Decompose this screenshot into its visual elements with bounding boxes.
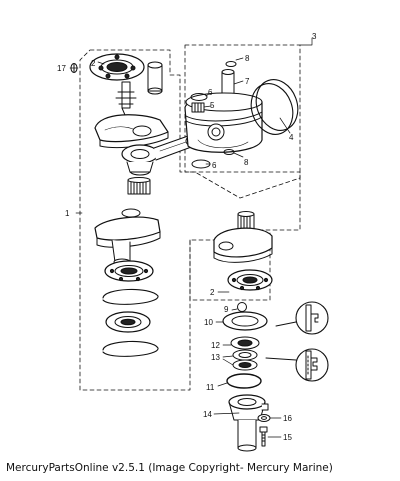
piston-rings [250,79,299,135]
callout-16: 16 [283,414,292,423]
callout-12: 12 [211,341,220,350]
retaining-ring-lower [102,340,159,357]
pin-lock-ring-8-bottom [223,149,235,155]
seal-detail-inset-top [275,301,329,335]
crankshaft-right [213,211,273,263]
callout-14: 14 [203,410,212,419]
wrist-pin-bearing [191,102,205,113]
thrust-washer [121,208,141,218]
callout-4: 4 [289,133,294,142]
callout-13: 13 [211,353,220,362]
leader-lines [69,37,313,438]
seal-detail-inset-bottom [265,348,329,382]
callout-9: 9 [224,305,229,314]
callout-10: 10 [204,318,213,327]
lower-crankshaft [94,216,161,266]
callout-5: 5 [210,101,215,110]
callout-labels: 17 2 3 8 7 6 5 4 8 6 1 2 9 10 12 13 11 1… [57,32,317,442]
lower-main-bearing [104,260,154,282]
pin-lock-ring-6-top [190,93,208,101]
callout-3: 3 [312,32,317,41]
callout-2-top: 2 [91,59,96,68]
crankshaft-group-outline [79,49,301,391]
piston [184,92,263,153]
bolt-15 [259,426,268,447]
pin-lock-ring-top [225,61,237,67]
callout-6-top: 6 [208,88,213,97]
callout-8-top: 8 [245,54,250,63]
callout-11: 11 [206,383,215,392]
callout-8-bottom: 8 [244,158,249,167]
o-ring-large [226,373,262,389]
seal-13a [232,349,258,361]
seal-13b [232,359,258,371]
bearing-housing [228,394,269,452]
seal-carrier-10 [222,311,268,331]
callout-1: 1 [65,209,70,218]
upper-main-bearing [89,53,145,81]
crankpin-sleeve [147,61,163,95]
crank-lower-outline [189,229,271,301]
callout-2-bottom: 2 [210,288,215,297]
washer-16 [257,414,271,422]
callout-7: 7 [245,77,250,86]
callout-17: 17 [57,64,66,73]
upper-crankshaft [94,81,169,149]
copyright-caption: MercuryPartsOnline v2.5.1 (Image Copyrig… [6,462,333,474]
lower-right-bearing [227,269,273,291]
seal-12 [230,336,260,350]
callout-15: 15 [283,433,292,442]
retaining-ring-upper [102,288,159,305]
o-ring-small [237,302,247,312]
needle-bearing [127,177,151,195]
crankshaft-seal [105,311,151,333]
callout-6-bottom: 6 [212,161,217,170]
